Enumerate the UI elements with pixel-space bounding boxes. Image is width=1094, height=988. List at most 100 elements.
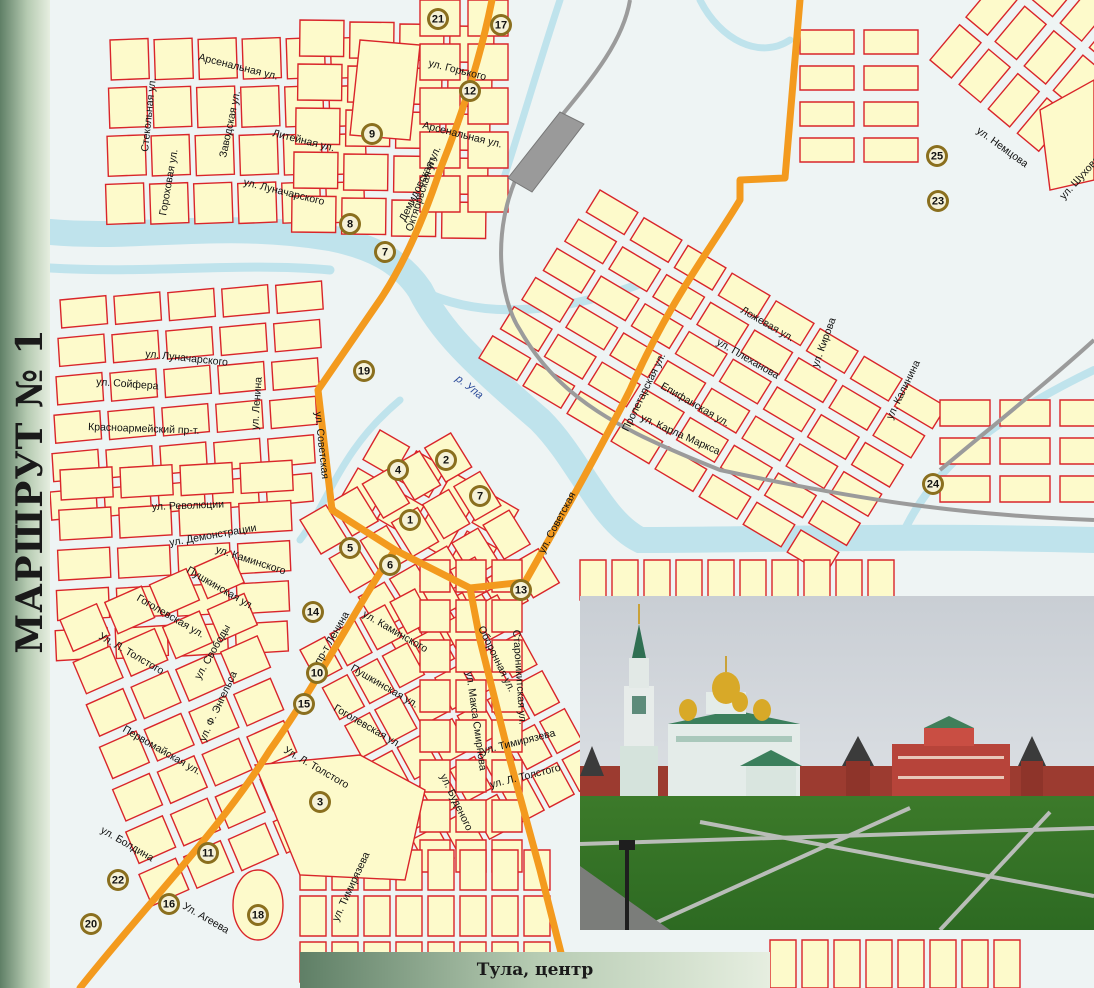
caption-bar: Тула, центр — [300, 952, 770, 988]
city-block — [104, 182, 146, 226]
route-marker[interactable]: 12 — [459, 80, 481, 102]
city-block — [707, 559, 735, 601]
route-marker-face — [472, 488, 488, 504]
city-block — [421, 488, 471, 540]
city-block — [119, 463, 174, 499]
route-marker-number: 12 — [464, 86, 476, 98]
route-marker-face — [309, 665, 325, 681]
city-block — [363, 895, 391, 937]
route-marker[interactable]: 11 — [197, 842, 219, 864]
route-marker[interactable]: 20 — [80, 913, 102, 935]
route-marker-number: 22 — [112, 875, 124, 887]
city-block — [59, 602, 111, 653]
route-marker[interactable]: 3 — [309, 791, 331, 813]
route-marker-face — [356, 363, 372, 379]
city-block — [217, 360, 267, 395]
city-block — [395, 895, 423, 937]
route-marker-number: 13 — [515, 585, 527, 597]
city-block — [564, 304, 619, 351]
route-marker[interactable]: 5 — [339, 537, 361, 559]
city-block — [522, 362, 576, 410]
route-marker-number: 18 — [252, 910, 264, 922]
route-marker[interactable]: 10 — [306, 662, 328, 684]
route-marker[interactable]: 1 — [399, 509, 421, 531]
city-block — [85, 687, 138, 738]
route-marker[interactable]: 8 — [339, 213, 361, 235]
city-block — [718, 358, 773, 405]
route-marker[interactable]: 2 — [435, 449, 457, 471]
city-block — [107, 85, 149, 129]
route-marker-number: 20 — [85, 919, 97, 931]
route-marker[interactable]: 7 — [469, 485, 491, 507]
city-block — [961, 939, 989, 988]
city-block — [630, 302, 684, 350]
railway-track — [938, 338, 1094, 472]
route-marker[interactable]: 7 — [374, 241, 396, 263]
route-marker[interactable]: 14 — [302, 601, 324, 623]
city-block — [419, 87, 461, 125]
city-block — [740, 329, 794, 376]
city-block — [192, 181, 234, 225]
route-marker[interactable]: 17 — [490, 14, 512, 36]
route-marker[interactable]: 13 — [510, 579, 532, 601]
city-block — [195, 85, 237, 129]
city-block — [143, 712, 196, 762]
city-block — [239, 85, 281, 128]
city-block — [987, 72, 1041, 128]
route-path — [314, 0, 574, 988]
city-block — [482, 509, 532, 561]
city-block — [674, 330, 728, 378]
city-block — [958, 48, 1012, 104]
route-marker[interactable]: 24 — [922, 473, 944, 495]
city-block — [803, 559, 831, 601]
route-marker[interactable]: 9 — [361, 123, 383, 145]
route-marker[interactable]: 21 — [427, 8, 449, 30]
city-block — [762, 386, 817, 433]
route-marker-face — [430, 11, 446, 27]
city-block — [419, 799, 451, 833]
city-block — [467, 131, 509, 169]
route-marker-face — [296, 696, 312, 712]
route-marker[interactable]: 6 — [379, 554, 401, 576]
city-block — [459, 895, 487, 937]
photo-paths — [580, 806, 1094, 930]
city-block — [455, 679, 487, 713]
city-block — [419, 679, 451, 713]
city-block — [799, 65, 855, 91]
city-block — [1039, 79, 1094, 191]
route-marker[interactable]: 16 — [158, 893, 180, 915]
city-block — [351, 657, 396, 705]
route-marker[interactable]: 18 — [247, 904, 269, 926]
city-block — [427, 895, 455, 937]
city-block — [118, 504, 173, 539]
city-block — [1023, 29, 1077, 85]
city-block — [833, 939, 861, 988]
city-block — [330, 486, 380, 537]
route-marker[interactable]: 4 — [387, 459, 409, 481]
city-block — [863, 137, 919, 163]
route-marker[interactable]: 15 — [293, 693, 315, 715]
city-block — [543, 333, 598, 380]
city-block — [863, 101, 919, 127]
city-block — [897, 939, 925, 988]
railway — [499, 0, 1094, 522]
city-block — [893, 383, 948, 430]
route-marker-number: 17 — [495, 20, 507, 32]
city-block — [59, 294, 109, 329]
city-block — [994, 5, 1048, 61]
city-block — [124, 814, 177, 865]
city-block — [801, 939, 829, 988]
route-marker[interactable]: 25 — [926, 145, 948, 167]
route-marker-number: 10 — [311, 668, 323, 680]
city-block — [695, 301, 750, 348]
city-block — [491, 849, 519, 891]
city-block — [232, 677, 285, 727]
route-marker[interactable]: 22 — [107, 869, 129, 891]
city-block — [109, 368, 159, 402]
route-marker[interactable]: 19 — [353, 360, 375, 382]
route-marker[interactable]: 23 — [927, 190, 949, 212]
city-block — [107, 406, 157, 441]
city-block — [675, 416, 730, 464]
river-segment — [696, 0, 794, 52]
